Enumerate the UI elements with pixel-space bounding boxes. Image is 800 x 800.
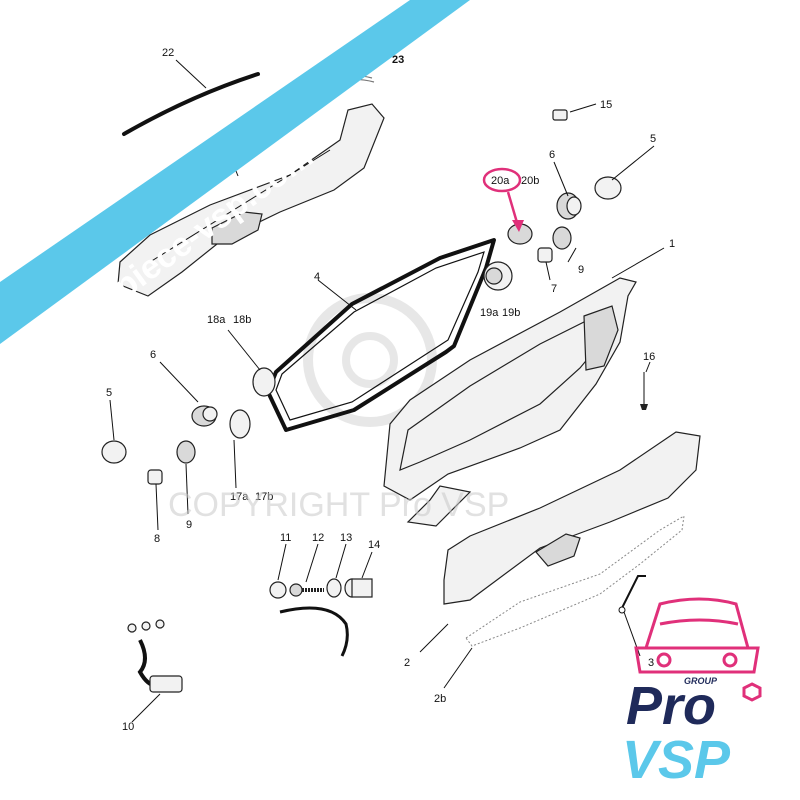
callout-6-left: 6 [150, 349, 156, 361]
callout-17a: 17a [230, 491, 249, 503]
hexagon-icon [742, 682, 762, 702]
callout-10: 10 [122, 721, 134, 733]
car-outline-icon [634, 597, 760, 674]
callout-3: 3 [648, 657, 654, 669]
logo-group-label: GROUP [684, 676, 718, 686]
part-3-bracket [618, 575, 646, 614]
callout-2b: 2b [434, 693, 446, 705]
part-1-tailgate-frame [383, 277, 637, 527]
part-7-plug-upper [537, 247, 553, 263]
callout-16: 16 [643, 351, 655, 363]
callout-7: 7 [551, 283, 557, 295]
callout-1: 1 [669, 238, 675, 250]
callout-11: 11 [280, 532, 291, 544]
part-18-lock-left [252, 367, 276, 397]
callout-19b: 19b [502, 307, 520, 319]
callout-20b: 20b [521, 175, 539, 187]
callout-4: 4 [314, 271, 320, 283]
callout-14: 14 [368, 539, 380, 551]
part-6-bumper-left [191, 405, 218, 427]
callout-8: 8 [154, 533, 160, 545]
part-8-plug-left [147, 469, 163, 485]
callout-12: 12 [312, 532, 324, 544]
logo-word-vsp: VSP [622, 730, 731, 790]
part-14-spacer [344, 578, 373, 598]
part-17-lock-left [229, 409, 251, 439]
part-15-clip [552, 109, 568, 121]
callout-6-upper: 6 [549, 149, 555, 161]
curve-detail [279, 606, 349, 657]
provsp-logo: GROUP Pro VSP [622, 597, 762, 790]
highlight-20a [482, 167, 524, 232]
part-6-bumper-upper [556, 192, 582, 220]
callout-18a: 18a [207, 314, 226, 326]
callout-13: 13 [340, 532, 352, 544]
website-banner: propiece-vsp.com [0, 0, 470, 344]
part-9-grommet-left [176, 440, 196, 464]
part-19-lock [483, 261, 513, 291]
part-5-cap-left [101, 440, 127, 464]
copyright-watermark: COPYRIGHT Pro VSP [168, 486, 509, 524]
part-13-washer [326, 578, 342, 598]
part-11-cap [269, 581, 287, 599]
callout-15: 15 [600, 99, 612, 111]
callout-18b: 18b [233, 314, 251, 326]
part-10-wiring-harness [127, 619, 183, 693]
callout-5-upper: 5 [650, 133, 656, 145]
callout-5-left: 5 [106, 387, 112, 399]
callout-17b: 17b [255, 491, 273, 503]
callout-20a: 20a [491, 175, 510, 187]
logo-word-pro: Pro [626, 676, 716, 736]
callout-9-left: 9 [186, 519, 192, 531]
part-2b-film [465, 515, 685, 647]
part-22-seal-strip [122, 72, 260, 136]
callout-9-upper: 9 [578, 264, 584, 276]
callout-22: 22 [162, 47, 174, 59]
part-9-grommet-upper [552, 226, 572, 250]
part-12-bolt [289, 583, 324, 597]
part-5-cap-upper [594, 176, 622, 200]
callout-23: 23 [392, 54, 404, 66]
part-21-upper-cover [117, 103, 385, 297]
part-2-lower-cover [443, 431, 701, 605]
part-16-screw [640, 372, 648, 410]
callout-2: 2 [404, 657, 410, 669]
callout-19a: 19a [480, 307, 499, 319]
